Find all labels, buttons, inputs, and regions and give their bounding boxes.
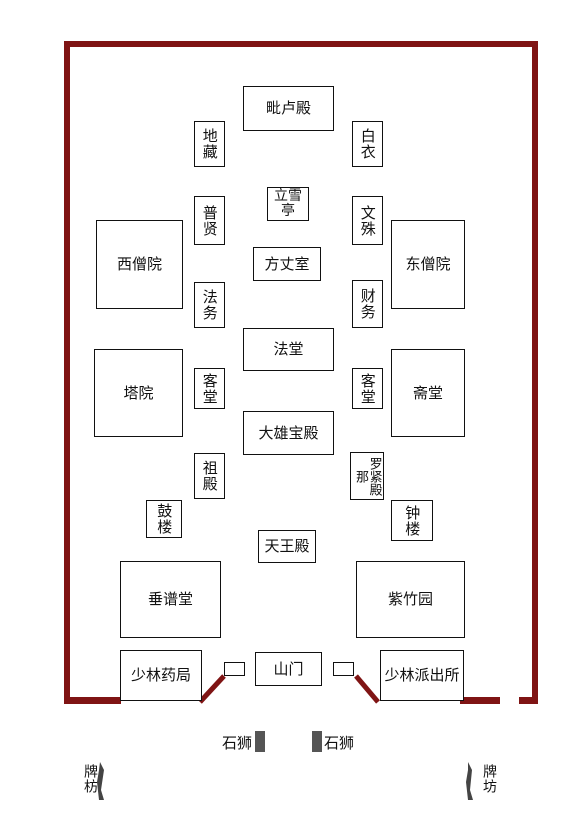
gate-box-west bbox=[224, 662, 245, 676]
building-puxian[interactable]: 普贤 bbox=[194, 196, 225, 245]
gate-box-east bbox=[333, 662, 354, 676]
label-baiyi: 白衣 bbox=[358, 128, 377, 160]
building-pilu-hall[interactable]: 毗卢殿 bbox=[243, 86, 334, 131]
wall-bottom-right bbox=[460, 697, 500, 704]
label-lixue: 立雪亭 bbox=[274, 187, 302, 219]
label-tianwang: 天王殿 bbox=[264, 537, 310, 556]
archway-left-label: 牌枋 bbox=[82, 764, 98, 794]
label-daxiong: 大雄宝殿 bbox=[258, 423, 319, 442]
wall-left bbox=[64, 41, 70, 704]
label-puxian: 普贤 bbox=[200, 204, 219, 237]
building-guest-hall-east[interactable]: 客堂 bbox=[352, 368, 383, 409]
building-mountain-gate[interactable]: 山门 bbox=[255, 652, 322, 686]
label-fawu: 法务 bbox=[200, 289, 219, 321]
building-drum-tower[interactable]: 鼓楼 bbox=[146, 500, 182, 538]
archway-right-label: 牌坊 bbox=[481, 764, 497, 794]
building-pharmacy[interactable]: 少林药局 bbox=[120, 650, 202, 701]
wall-bottom-left bbox=[64, 697, 121, 704]
label-fatang: 法堂 bbox=[273, 340, 304, 359]
building-dizang[interactable]: 地藏 bbox=[194, 121, 225, 167]
building-abbot-room[interactable]: 方丈室 bbox=[253, 247, 321, 281]
building-chuipu-hall[interactable]: 垂谱堂 bbox=[120, 561, 221, 638]
building-fawu[interactable]: 法务 bbox=[194, 282, 225, 328]
label-zhonglou: 钟楼 bbox=[403, 504, 422, 537]
building-purple-bamboo-garden[interactable]: 紫竹园 bbox=[356, 561, 465, 638]
building-luojin-hall[interactable]: 罗紧殿那 bbox=[350, 452, 384, 500]
label-zudian: 祖殿 bbox=[200, 460, 219, 492]
building-dining-hall[interactable]: 斋堂 bbox=[391, 349, 465, 437]
label-fangzhang: 方丈室 bbox=[264, 254, 310, 273]
building-dharma-hall[interactable]: 法堂 bbox=[243, 328, 334, 371]
building-guest-hall-west[interactable]: 客堂 bbox=[194, 368, 225, 409]
building-mahavira-hall[interactable]: 大雄宝殿 bbox=[243, 411, 334, 455]
wall-bottom-right-end bbox=[519, 697, 538, 704]
label-shanmen: 山门 bbox=[273, 659, 304, 678]
label-luojin: 罗紧殿那 bbox=[353, 456, 382, 496]
wall-right bbox=[532, 41, 538, 704]
label-ketang-west: 客堂 bbox=[200, 372, 219, 405]
building-west-monk-quarters[interactable]: 西僧院 bbox=[96, 220, 183, 309]
building-pagoda-yard[interactable]: 塔院 bbox=[94, 349, 183, 437]
label-gulou: 鼓楼 bbox=[155, 503, 174, 535]
label-yaoju: 少林药局 bbox=[130, 666, 191, 685]
label-dongseng: 东僧院 bbox=[405, 255, 451, 274]
label-wenshu: 文殊 bbox=[358, 204, 377, 237]
label-pilu: 毗卢殿 bbox=[265, 99, 311, 118]
label-zizhu: 紫竹园 bbox=[387, 590, 433, 609]
stone-lion-right-block bbox=[312, 731, 322, 752]
label-paichusuo: 少林派出所 bbox=[384, 666, 460, 685]
label-xiseng: 西僧院 bbox=[116, 255, 162, 274]
building-baiyi[interactable]: 白衣 bbox=[352, 121, 383, 167]
wall-top bbox=[64, 41, 538, 47]
label-chuipu: 垂谱堂 bbox=[147, 590, 193, 609]
label-zhaitang: 斋堂 bbox=[412, 383, 443, 402]
stone-lion-left-label: 石狮 bbox=[222, 734, 253, 752]
building-caiwu[interactable]: 财务 bbox=[352, 280, 383, 328]
building-heavenly-king-hall[interactable]: 天王殿 bbox=[258, 530, 316, 563]
stone-lion-left-block bbox=[255, 731, 265, 752]
stone-lion-right-label: 石狮 bbox=[324, 734, 355, 752]
building-lixue-pavilion[interactable]: 立雪亭 bbox=[267, 187, 309, 221]
label-tayuan: 塔院 bbox=[123, 383, 154, 402]
building-east-monk-quarters[interactable]: 东僧院 bbox=[391, 220, 465, 309]
label-dizang: 地藏 bbox=[200, 128, 219, 160]
label-ketang-east: 客堂 bbox=[358, 372, 377, 405]
building-ancestor-hall[interactable]: 祖殿 bbox=[194, 453, 225, 499]
label-caiwu: 财务 bbox=[358, 288, 377, 320]
building-police-station[interactable]: 少林派出所 bbox=[380, 650, 464, 701]
building-wenshu[interactable]: 文殊 bbox=[352, 196, 383, 245]
building-bell-tower[interactable]: 钟楼 bbox=[391, 500, 433, 541]
